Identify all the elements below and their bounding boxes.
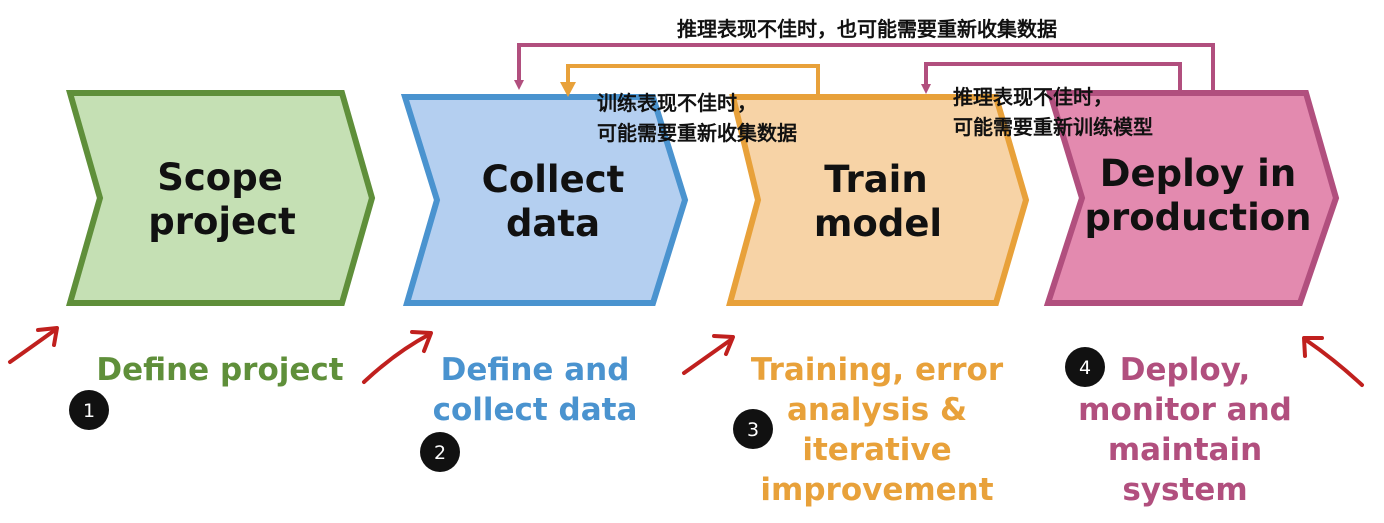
stage-train-title-1: Train: [824, 158, 927, 201]
stage-scope-title-2: project: [148, 200, 296, 243]
stage-train-shape: [726, 94, 1030, 306]
step-3-line-4: improvement: [760, 472, 993, 508]
step-3-line-1: Training, error: [751, 352, 1004, 388]
note-train-line-2: 可能需要重新收集数据: [597, 121, 797, 145]
step-4-line-2: monitor and: [1078, 392, 1292, 428]
stage-collect-shape: [400, 94, 689, 306]
note-deploy-line-1: 推理表现不佳时，: [953, 85, 1113, 109]
stage-collect-title-1: Collect: [482, 158, 625, 201]
step-4-line-1: Deploy,: [1120, 352, 1250, 388]
step-4-number: 4: [1079, 357, 1091, 379]
step-2-number: 2: [434, 442, 446, 464]
step-2-line-2: collect data: [433, 392, 638, 428]
stage-scope-shape: [66, 90, 376, 306]
stage-deploy-shape: [1043, 90, 1340, 306]
note-deploy-line-2: 可能需要重新训练模型: [953, 115, 1153, 139]
step-1-number: 1: [83, 400, 95, 422]
stage-scope-title-1: Scope: [157, 156, 283, 199]
number-badge-icon: 1 2 3 4: [69, 347, 1105, 472]
note-train-line-1: 训练表现不佳时，: [597, 91, 757, 115]
stage-train-title-2: model: [814, 202, 942, 245]
step-3-number: 3: [747, 419, 759, 441]
step-2-line-1: Define and: [441, 352, 630, 388]
note-top: 推理表现不佳时，也可能需要重新收集数据: [677, 17, 1057, 41]
hand-drawn-arrow-icon: [8, 326, 1364, 387]
step-4-line-4: system: [1122, 472, 1247, 508]
step-3-line-3: iterative: [802, 432, 951, 468]
stage-deploy-title-2: production: [1084, 196, 1311, 239]
feedback-arrow-icon: [514, 43, 1215, 97]
stage-collect-title-2: data: [506, 202, 600, 245]
step-4-line-3: maintain: [1108, 432, 1262, 468]
step-3-line-2: analysis &: [787, 392, 967, 428]
step-1-line-1: Define project: [96, 352, 343, 388]
stage-deploy-title-1: Deploy in: [1100, 152, 1296, 195]
